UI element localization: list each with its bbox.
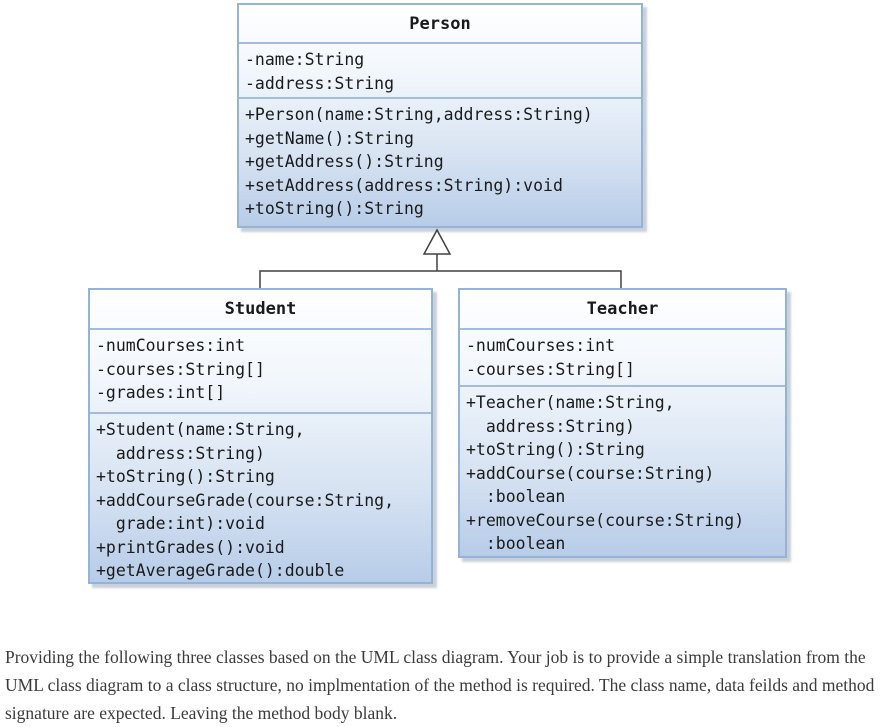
uml-member-line: -grades:int[] [96, 383, 226, 402]
methods-compartment-person: +Person(name:String,address:String) +getN… [239, 99, 641, 221]
uml-class-teacher: Teacher -numCourses:int -courses:String[]… [458, 288, 787, 558]
uml-member-line: -numCourses:int [96, 336, 246, 355]
attributes-compartment-person: -name:String -address:String [239, 44, 641, 99]
inheritance-branch-line [259, 270, 622, 288]
attributes-compartment-teacher: -numCourses:int -courses:String[] [460, 330, 785, 387]
inheritance-arrow-head [422, 228, 452, 255]
uml-member-line: -courses:String[] [466, 359, 635, 379]
methods-compartment-student: +Student(name:String, address:String) +to… [90, 414, 431, 583]
uml-member-line: +toString():String [466, 440, 645, 459]
uml-member-line: +addCourse(course:String) [466, 463, 715, 483]
methods-compartment-teacher: +Teacher(name:String, address:String) +to… [460, 387, 785, 556]
class-name-student: Student [90, 290, 431, 330]
uml-member-line: +setAddress(address:String):void [245, 175, 563, 195]
uml-member-line: +toString():String [96, 467, 275, 486]
uml-member-line: grade:int):void [96, 514, 265, 533]
uml-member-line: +Student(name:String, [96, 420, 305, 439]
uml-member-line: +getName():String [245, 128, 414, 148]
instructions-paragraph: Providing the following three classes ba… [5, 646, 875, 723]
attributes-compartment-student: -numCourses:int -courses:String[] -grades:… [90, 330, 431, 414]
uml-member-line: address:String) [466, 416, 635, 436]
uml-member-line: +getAverageGrade():double [96, 561, 345, 580]
uml-member-line: -name:String [245, 50, 365, 69]
uml-member-line: :boolean [466, 487, 566, 506]
uml-class-person: Person -name:String -address:String +Pers… [237, 3, 643, 228]
uml-member-line: -numCourses:int [466, 336, 616, 355]
uml-member-line: +getAddress():String [245, 152, 444, 171]
class-name-person: Person [239, 5, 641, 44]
uml-member-line: :boolean [466, 534, 566, 553]
uml-member-line: address:String) [96, 443, 265, 463]
uml-member-line: +printGrades():void [96, 537, 285, 557]
uml-class-student: Student -numCourses:int -courses:String[]… [88, 288, 433, 584]
uml-member-line: +Person(name:String,address:String) [245, 105, 593, 124]
uml-member-line: +addCourseGrade(course:String, [96, 490, 395, 510]
uml-member-line: -courses:String[] [96, 359, 265, 379]
class-name-teacher: Teacher [460, 290, 785, 330]
uml-member-line: +toString():String [245, 199, 424, 218]
uml-member-line: +Teacher(name:String, [466, 393, 675, 412]
uml-member-line: +removeCourse(course:String) [466, 510, 745, 530]
uml-member-line: -address:String [245, 73, 395, 93]
